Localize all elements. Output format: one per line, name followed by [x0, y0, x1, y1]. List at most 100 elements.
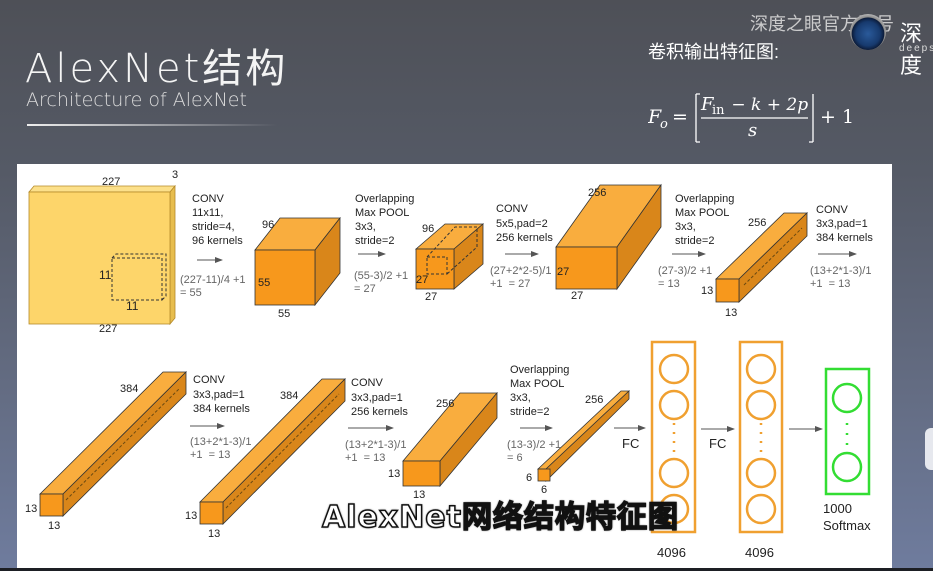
op8-calc-0: (13-3)/2 +1 [507, 439, 562, 451]
deepshare-logo-icon [850, 14, 886, 50]
vol2-depth-label: 96 [422, 223, 435, 235]
op1-calc-1: = 55 [180, 287, 202, 299]
vol7-h-label: 13 [388, 468, 401, 480]
svg-text:o: o [660, 117, 668, 132]
op1-line-0: CONV [192, 193, 224, 205]
vol3-depth-label: 256 [588, 187, 607, 199]
slide-title: AlexNet结构 [25, 46, 289, 92]
op7-line-2: 256 kernels [351, 406, 408, 418]
op2-line-0: Overlapping [355, 193, 415, 205]
op2-calc-1: = 27 [354, 283, 376, 295]
fc1-label: FC [622, 436, 640, 451]
volume-6x6x256 [536, 390, 631, 482]
op5-line-0: CONV [816, 204, 848, 216]
logo-chinese-text: 深度 [900, 21, 923, 78]
fc1-units-label: 4096 [657, 545, 686, 560]
op1-calc-0: (227-11)/4 +1 [180, 274, 246, 286]
op4-line-0: Overlapping [675, 193, 735, 205]
op2-line-3: stride=2 [355, 235, 395, 247]
op2-line-2: 3x3, [355, 221, 376, 233]
op4-line-3: stride=2 [675, 235, 715, 247]
side-panel-handle[interactable] [925, 428, 933, 470]
softmax-label: Softmax [823, 518, 871, 533]
volume-27x27x96 [414, 223, 485, 290]
op2-line-1: Max POOL [355, 207, 410, 219]
title-underline [27, 124, 277, 126]
op6-line-1: 3x3,pad=1 [193, 389, 245, 401]
vol6-depth-label: 384 [280, 390, 299, 402]
svg-text:− k + 2p: − k + 2p [726, 95, 808, 115]
slide-subtitle: Architecture of AlexNet [26, 89, 247, 111]
vol5-depth-label: 384 [120, 383, 139, 395]
conv-output-formula: F o = F in − k + 2p s + 1 [647, 90, 868, 155]
softmax-layer [824, 367, 871, 496]
svg-text:=: = [672, 106, 688, 128]
formula-svg: F o = F in − k + 2p s + 1 [647, 93, 854, 143]
vol4-h-label: 13 [701, 285, 714, 297]
input-volume [28, 184, 176, 326]
softmax-units-label: 1000 [823, 501, 852, 516]
volume-55x55x96 [254, 216, 341, 307]
vol6-w-label: 13 [208, 528, 221, 540]
video-caption: AlexNet网络结构特征图 [321, 499, 679, 536]
vol4-w-label: 13 [725, 307, 738, 319]
vol1-w-label: 55 [278, 308, 291, 320]
op5-calc-0: (13+2*1-3)/1 [810, 265, 872, 277]
op1-line-1: 11x11, [192, 207, 224, 219]
op7-calc-1: +1 = 13 [345, 452, 386, 464]
op7-line-1: 3x3,pad=1 [351, 392, 403, 404]
vol2-h-label: 27 [416, 274, 429, 286]
op6-line-2: 384 kernels [193, 403, 250, 415]
op2-calc-0: (55-3)/2 +1 [354, 270, 409, 282]
svg-text:+ 1: + 1 [820, 106, 854, 128]
volume-13x13x256-b [402, 391, 498, 488]
vol3-w-label: 27 [571, 290, 584, 302]
op5-line-2: 384 kernels [816, 232, 873, 244]
svg-text:s: s [748, 120, 757, 141]
vol7-depth-label: 256 [436, 398, 455, 410]
op6-calc-1: +1 = 13 [190, 449, 231, 461]
svg-text:F: F [700, 94, 715, 115]
alexnet-diagram-panel [17, 164, 892, 568]
op8-line-0: Overlapping [510, 364, 570, 376]
diagram-graphics [28, 183, 871, 534]
kernel-w-label: 11 [126, 299, 139, 313]
volume-13x13x384-b [199, 378, 346, 525]
op8-calc-1: = 6 [507, 452, 523, 464]
vol1-depth-label: 96 [262, 219, 275, 231]
vol7-w-label: 13 [413, 489, 426, 501]
op7-calc-0: (13+2*1-3)/1 [345, 439, 407, 451]
kernel-h-label: 11 [99, 268, 112, 282]
volume-13x13x384-a [39, 371, 187, 517]
op3-line-1: 5x5,pad=2 [496, 218, 548, 230]
op4-calc-0: (27-3)/2 +1 [658, 265, 713, 277]
op3-calc-1: +1 = 27 [490, 278, 531, 290]
vol4-depth-label: 256 [748, 217, 767, 229]
vol8-w-label: 6 [541, 484, 548, 496]
op5-calc-1: +1 = 13 [810, 278, 851, 290]
fc-layer-1 [650, 340, 697, 534]
vol3-h-label: 27 [557, 266, 570, 278]
vol2-w-label: 27 [425, 291, 438, 303]
op4-line-1: Max POOL [675, 207, 730, 219]
vol1-h-label: 55 [258, 277, 271, 289]
op3-calc-0: (27+2*2-5)/1 [490, 265, 552, 277]
fc2-label: FC [709, 436, 727, 451]
input-width-label: 227 [102, 176, 121, 188]
op3-line-2: 256 kernels [496, 232, 553, 244]
input-depth-label: 3 [172, 169, 179, 181]
op5-line-1: 3x3,pad=1 [816, 218, 868, 230]
vol5-h-label: 13 [25, 503, 38, 515]
op6-calc-0: (13+2*1-3)/1 [190, 436, 252, 448]
op1-line-2: stride=4, [192, 221, 235, 233]
fc2-units-label: 4096 [745, 545, 774, 560]
op1-line-3: 96 kernels [192, 235, 243, 247]
svg-text:F: F [648, 106, 662, 128]
op8-line-3: stride=2 [510, 406, 550, 418]
input-height-label: 227 [99, 323, 118, 335]
vol6-h-label: 13 [185, 510, 198, 522]
bottom-bar [0, 568, 933, 571]
volume-13x13x256 [715, 212, 808, 303]
svg-text:in: in [712, 103, 725, 118]
op3-line-0: CONV [496, 203, 528, 215]
